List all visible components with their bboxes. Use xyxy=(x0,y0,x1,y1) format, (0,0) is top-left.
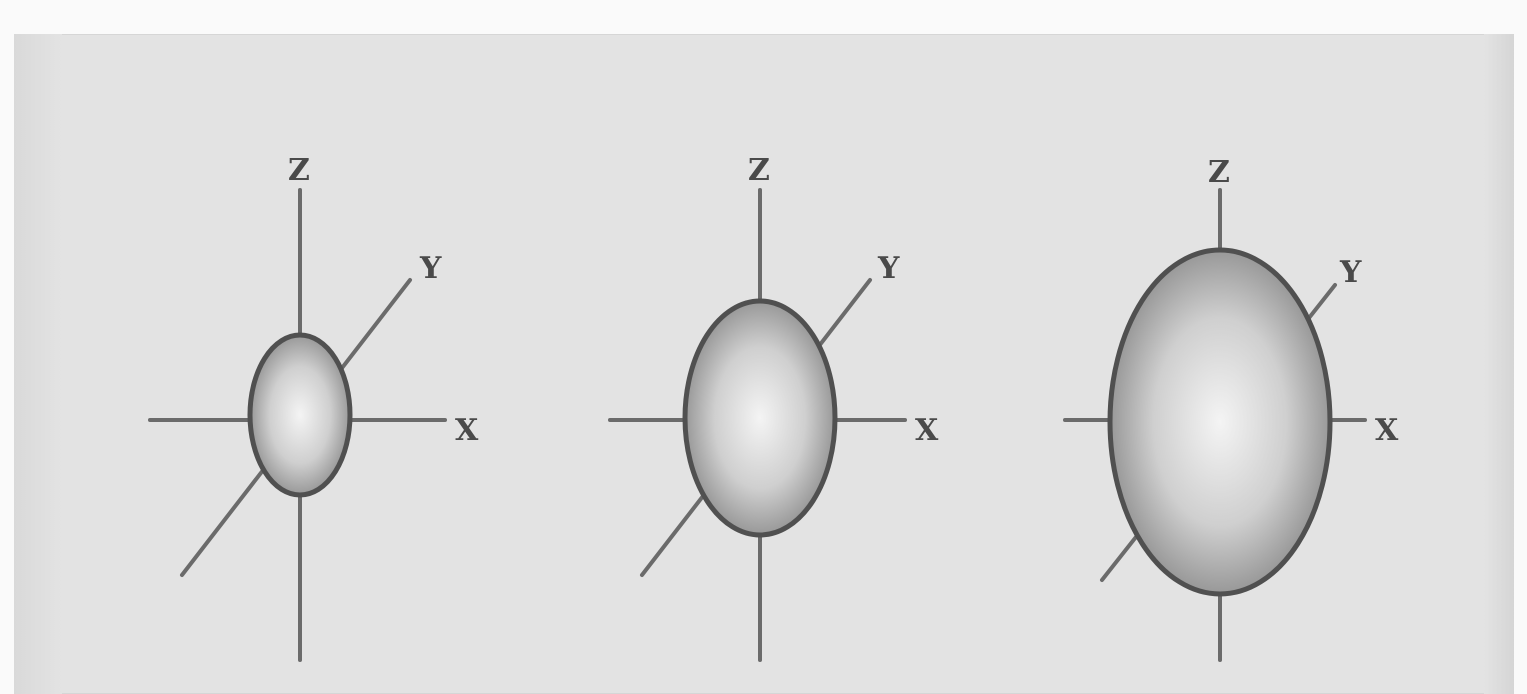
orbital-sphere-small xyxy=(250,335,350,495)
z-axis-label: Z xyxy=(748,153,770,188)
panel-large: Z Y X xyxy=(1065,155,1399,660)
y-axis-label: Y xyxy=(419,251,442,286)
panel-medium: Z Y X xyxy=(610,153,939,660)
x-axis-label: X xyxy=(455,413,479,448)
x-axis-label: X xyxy=(1375,413,1399,448)
orbital-sphere-large xyxy=(1110,250,1330,594)
y-axis-label: Y xyxy=(1339,255,1362,290)
z-axis-label: Z xyxy=(1208,155,1230,190)
panel-small: Z Y X xyxy=(150,153,479,660)
orbital-sphere-medium xyxy=(685,301,835,535)
z-axis-label: Z xyxy=(288,153,310,188)
x-axis-label: X xyxy=(915,413,939,448)
y-axis-label: Y xyxy=(877,251,900,286)
